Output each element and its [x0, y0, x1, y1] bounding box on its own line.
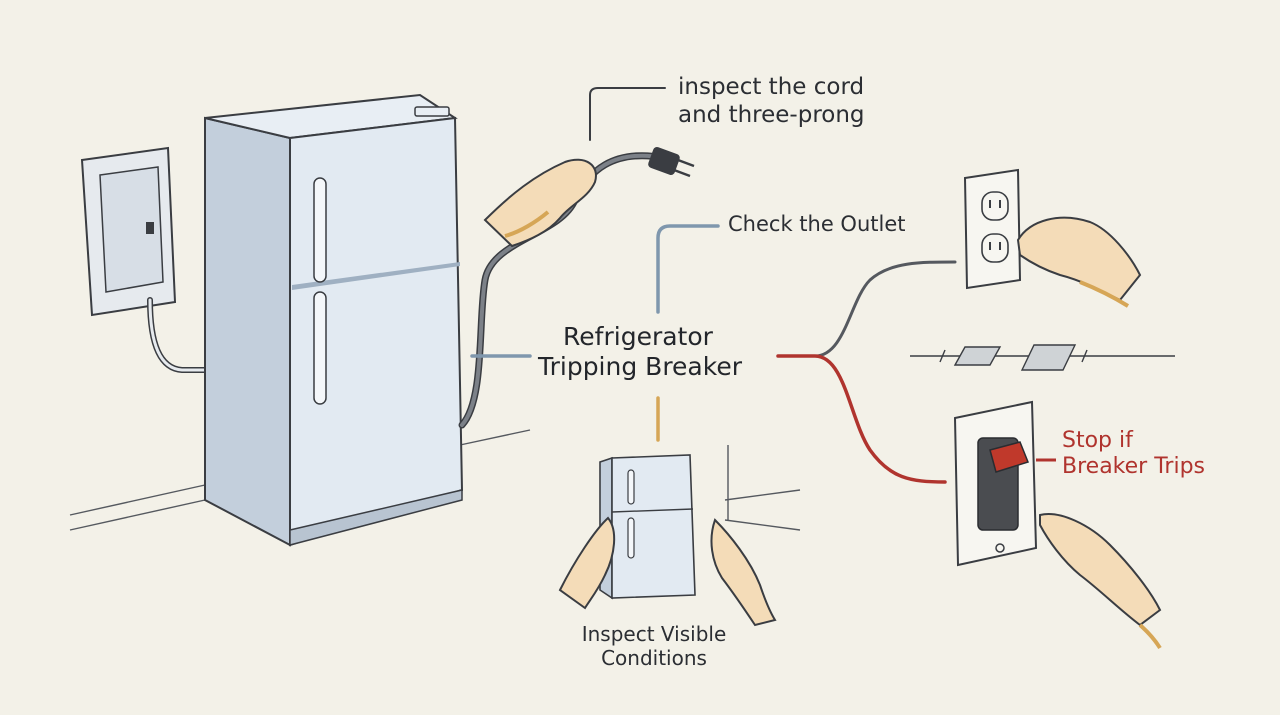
cord-label-line2: and three-prong	[678, 101, 865, 128]
central-topic-line1: Refrigerator	[563, 322, 713, 351]
outlet-label: Check the Outlet	[728, 212, 906, 236]
floor-lines	[69, 429, 801, 531]
hand-icon	[483, 158, 597, 248]
central-topic: Refrigerator Tripping Breaker	[538, 322, 742, 382]
hand-icon	[558, 516, 777, 627]
wall-outlet-icon	[963, 168, 1022, 290]
breaker-warning-label: Stop if Breaker Trips	[1062, 428, 1205, 481]
breaker-switch-icon	[953, 400, 1056, 567]
hand-icon	[1039, 513, 1162, 650]
inspect-conditions-line1: Inspect Visible	[581, 622, 727, 646]
refrigerator-icon	[204, 93, 464, 547]
electrical-panel-icon	[80, 146, 213, 373]
cord-label: inspect the cord and three-prong	[678, 74, 865, 129]
connector-lines	[470, 87, 957, 484]
breaker-warning-line1: Stop if	[1062, 428, 1133, 453]
inspect-conditions-line2: Conditions	[601, 646, 707, 670]
cord-label-line1: inspect the cord	[678, 74, 865, 100]
breaker-warning-line2: Breaker Trips	[1062, 454, 1205, 480]
divider-track	[910, 344, 1175, 371]
mini-refrigerator-icon	[599, 454, 696, 600]
central-topic-line2: Tripping Breaker	[538, 352, 742, 381]
hand-icon	[1016, 216, 1142, 308]
inspect-conditions-label: Inspect Visible Conditions	[566, 622, 742, 670]
